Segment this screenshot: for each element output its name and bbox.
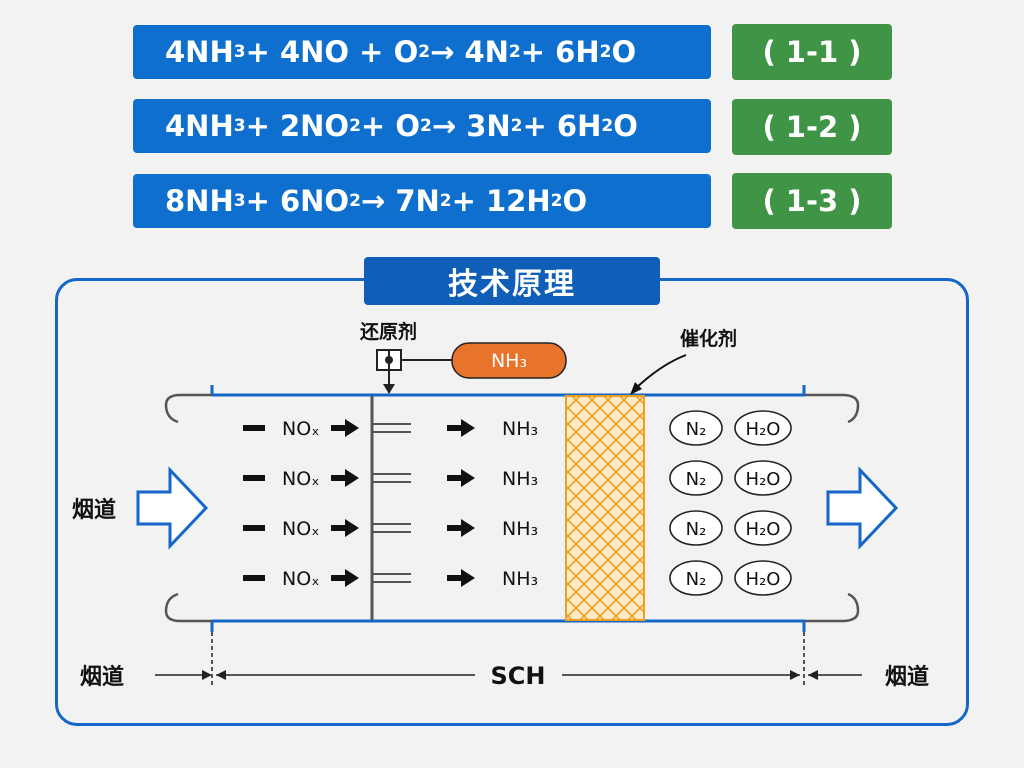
product-n2-label: N₂	[686, 519, 707, 540]
catalyst-leader	[633, 354, 687, 391]
sch-label: SCH	[491, 662, 546, 690]
equation-text: O	[611, 35, 637, 69]
flow-arrow-head	[461, 469, 475, 487]
nh3-label: NH₃	[502, 568, 538, 590]
product-h2o-bubble	[734, 560, 792, 596]
catalyst-label: 催化剂	[680, 327, 737, 350]
product-n2-bubble	[669, 560, 723, 596]
product-n2-label: N₂	[686, 569, 707, 590]
equation-text: + 2NO	[245, 109, 350, 143]
catalyst-bed	[565, 395, 645, 621]
duct	[164, 385, 860, 632]
catalyst-leader-arrowhead	[630, 382, 642, 395]
nox-label: NOₓ	[282, 418, 320, 440]
reagent-label: NH₃	[491, 350, 527, 372]
nox-label: NOₓ	[282, 518, 320, 540]
equation-text: + 4NO + O	[245, 35, 419, 69]
flow-arrow-head	[345, 519, 359, 537]
reductant-label: 还原剂	[359, 320, 417, 343]
nh3-label: NH₃	[502, 468, 538, 490]
product-n2-label: N₂	[686, 469, 707, 490]
equation-text: 4NH	[165, 109, 234, 143]
equation-text: + O	[360, 109, 420, 143]
inlet-arrow-icon	[136, 466, 209, 550]
flue-left-label: 烟道	[72, 497, 116, 523]
dimension-line	[155, 632, 862, 688]
equation-text: + 6H	[522, 109, 602, 143]
nox-label: NOₓ	[282, 568, 320, 590]
flow-arrow-head	[461, 519, 475, 537]
product-h2o-bubble	[734, 460, 792, 496]
product-n2-bubble	[669, 510, 723, 546]
equation-text: 4NH	[165, 35, 234, 69]
nox-label: NOₓ	[282, 468, 320, 490]
equation-text: → 3N	[431, 109, 511, 143]
flow-arrow-head	[345, 569, 359, 587]
flow-arrow-head	[461, 419, 475, 437]
equation-text: O	[562, 184, 588, 218]
flow-arrow-head	[461, 569, 475, 587]
nh3-label: NH₃	[502, 518, 538, 540]
flow-arrow-head	[345, 469, 359, 487]
nh3-label: NH₃	[502, 418, 538, 440]
equation-tag-1-1: ( 1-1 )	[732, 24, 892, 80]
equation-text: → 7N	[360, 184, 440, 218]
outlet-arrow-icon	[826, 466, 899, 550]
equation-text: 8NH	[165, 184, 234, 218]
product-h2o-label: H₂O	[746, 469, 781, 490]
product-h2o-bubble	[734, 510, 792, 546]
product-h2o-label: H₂O	[746, 419, 781, 440]
injection-arrowhead	[383, 384, 395, 394]
flow-arrow-head	[345, 419, 359, 437]
flue-bottom-right-label: 烟道	[885, 664, 929, 690]
equation-tag-1-2: ( 1-2 )	[732, 99, 892, 155]
product-h2o-label: H₂O	[746, 519, 781, 540]
equation-text: + 12H	[451, 184, 551, 218]
section-title: 技术原理	[364, 257, 660, 305]
equation-tag-1-3: ( 1-3 )	[732, 173, 892, 229]
equation-text: + 6H	[520, 35, 600, 69]
product-h2o-label: H₂O	[746, 569, 781, 590]
product-n2-bubble	[669, 410, 723, 446]
flue-bottom-left-label: 烟道	[80, 664, 124, 690]
equation-text: O	[613, 109, 638, 143]
valve-dot-icon	[385, 356, 393, 364]
product-n2-bubble	[669, 460, 723, 496]
reagent-tank	[451, 342, 567, 379]
equation-text: + 6NO	[245, 184, 350, 218]
product-n2-label: N₂	[686, 419, 707, 440]
equation-text: → 4N	[430, 35, 509, 69]
product-h2o-bubble	[734, 410, 792, 446]
